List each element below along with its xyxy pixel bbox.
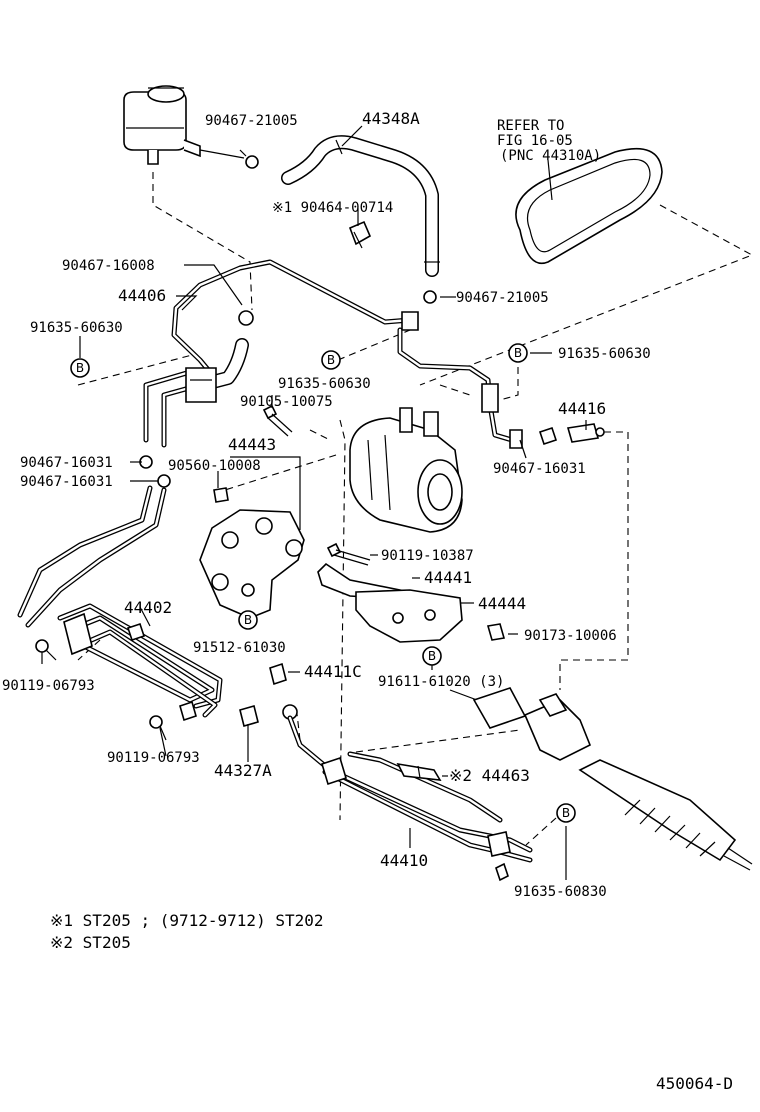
label-44402: 44402 — [124, 598, 172, 617]
label-90560-10008: 90560-10008 — [168, 458, 261, 474]
drive-belt — [515, 148, 663, 265]
bracket-44443 — [199, 509, 305, 619]
label-91512-61030: 91512-61030 — [193, 640, 286, 656]
bracket-44444 — [355, 589, 463, 643]
callout-b-center: B — [327, 353, 335, 367]
nut-90560 — [213, 487, 229, 503]
label-44410: 44410 — [380, 851, 428, 870]
label-90105-10075: 90105-10075 — [240, 394, 333, 410]
label-90467-16031-a: 90467-16031 — [20, 455, 113, 471]
label-91611-61020: 91611-61020 (3) — [378, 674, 504, 690]
footnote-1: ※1 ST205 ; (9712-9712) ST202 — [50, 911, 324, 930]
label-90119-06793-bottom: 90119-06793 — [107, 750, 200, 766]
clip-90173-10006 — [486, 623, 506, 641]
label-refer-line2: FIG 16-05 — [497, 133, 573, 149]
clamp-90467-21005-mid — [423, 290, 437, 304]
leader-lines — [41, 125, 587, 880]
clamp-90467-16031-b — [157, 474, 171, 488]
label-90464-00714: ※1 90464-00714 — [272, 200, 393, 216]
label-refer-line1: REFER TO — [497, 118, 564, 134]
label-44327A: 44327A — [214, 761, 272, 780]
label-90467-21005-mid: 90467-21005 — [456, 290, 549, 306]
label-44348A: 44348A — [362, 109, 420, 128]
label-90173-10006: 90173-10006 — [524, 628, 617, 644]
pressure-switch-44416 — [538, 423, 605, 446]
cooler-pipe-44402 — [17, 485, 223, 722]
label-90467-16031-right: 90467-16031 — [493, 461, 586, 477]
label-44416: 44416 — [558, 399, 606, 418]
hose-clamp-top — [239, 149, 259, 169]
callout-b-bottom: B — [562, 806, 570, 820]
label-44463: ※2 44463 — [449, 766, 530, 785]
label-91635-60630-center: 91635-60630 — [278, 376, 371, 392]
label-44443: 44443 — [228, 435, 276, 454]
clamp-44327A — [239, 704, 298, 727]
label-91635-60630-left: 91635-60630 — [30, 320, 123, 336]
steering-gear-rack — [449, 687, 753, 871]
callout-b-left: B — [76, 361, 84, 375]
label-44444: 44444 — [478, 594, 526, 613]
return-pipe-44406 — [171, 259, 419, 375]
bolt-90119-06793-left — [35, 639, 57, 661]
union-44411C — [269, 662, 287, 686]
label-44406: 44406 — [118, 286, 166, 305]
label-44411C: 44411C — [304, 662, 362, 681]
pressure-pipe — [397, 327, 523, 449]
label-refer-line3: (PNC 44310A) — [500, 148, 601, 164]
label-91635-60630-right: 91635-60630 — [558, 346, 651, 362]
callout-b-right: B — [514, 346, 522, 360]
supply-hose-44348A — [281, 135, 440, 277]
hose-assembly-44410 — [287, 715, 533, 882]
label-90467-16031-b: 90467-16031 — [20, 474, 113, 490]
bolt-90119-10387 — [326, 542, 371, 566]
hose-44463 — [396, 762, 442, 781]
callout-b-bracket: B — [244, 613, 252, 627]
bolt-90119-06793-bottom — [149, 715, 167, 741]
figure-code: 450064-D — [656, 1074, 733, 1093]
label-90119-06793-left: 90119-06793 — [2, 678, 95, 694]
footnote-2: ※2 ST205 — [50, 933, 131, 952]
label-91635-60830: 91635-60830 — [514, 884, 607, 900]
label-90119-10387: 90119-10387 — [381, 548, 474, 564]
callout-b-44444: B — [428, 649, 436, 663]
label-90467-16008: 90467-16008 — [62, 258, 155, 274]
reservoir-tank — [123, 85, 201, 165]
b-callouts — [70, 343, 576, 823]
bolt-90105-10075 — [262, 404, 293, 437]
power-steering-pump — [349, 407, 463, 533]
label-44441: 44441 — [424, 568, 472, 587]
left-hose-assembly — [143, 338, 249, 448]
label-90467-21005-top: 90467-21005 — [205, 113, 298, 129]
hose-clip-90464 — [348, 220, 372, 249]
